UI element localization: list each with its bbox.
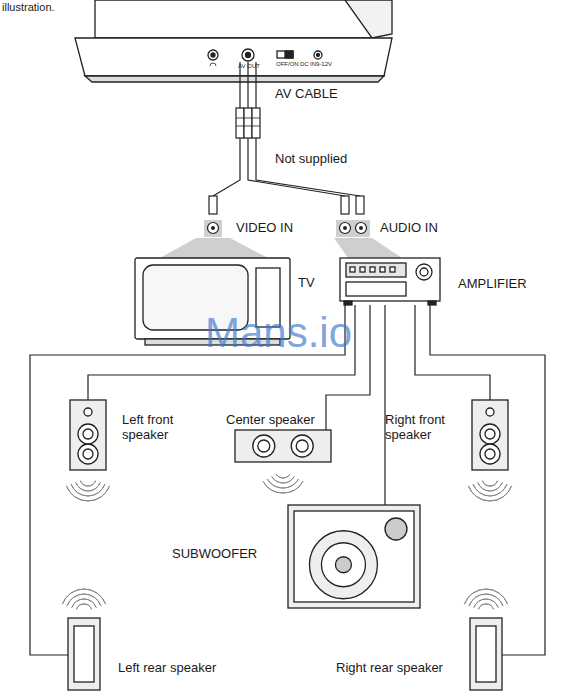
sound-waves bbox=[62, 474, 511, 609]
switch-label: OFF/ON bbox=[276, 61, 299, 68]
speaker-box-outline bbox=[68, 618, 100, 690]
speaker-wire bbox=[430, 305, 545, 655]
input-label: VIDEO IN bbox=[236, 221, 293, 235]
dvd-player bbox=[75, 0, 392, 82]
speaker-box-outline bbox=[470, 618, 502, 690]
speaker-box: Right rear speaker bbox=[470, 618, 502, 690]
speaker-box: Center speaker bbox=[235, 430, 331, 462]
av-cable bbox=[209, 62, 364, 214]
node-label: TV bbox=[298, 275, 315, 290]
jack-label: IN9-12V bbox=[310, 61, 332, 68]
node-label: Right front speaker bbox=[385, 412, 469, 442]
speaker-box: Right front speaker bbox=[472, 400, 508, 470]
speaker-box: Left rear speaker bbox=[68, 618, 100, 690]
cut-off-note: illustration. bbox=[2, 1, 55, 13]
node-label: Left rear speaker bbox=[118, 660, 216, 675]
speaker-box-outline bbox=[235, 430, 331, 462]
node-label: Left front speaker bbox=[122, 412, 214, 442]
note-label: Not supplied bbox=[275, 152, 347, 166]
subwoofer-box: SUBWOOFER bbox=[288, 505, 420, 608]
cable-label: AV CABLE bbox=[275, 87, 338, 101]
speaker-wire bbox=[384, 305, 385, 505]
jack-label: DC bbox=[300, 61, 309, 68]
amplifier-unit: AMPLIFIER bbox=[340, 258, 440, 305]
node-label: Center speaker bbox=[226, 412, 315, 427]
amplifier-unit-outline bbox=[340, 258, 440, 305]
speaker-wire bbox=[415, 305, 490, 400]
speaker-box-outline bbox=[70, 400, 106, 470]
input-label: AUDIO IN bbox=[380, 221, 438, 235]
speaker-wire bbox=[88, 305, 355, 400]
node-label: AMPLIFIER bbox=[458, 276, 527, 291]
speaker-box-outline bbox=[472, 400, 508, 470]
jack-label: AV OUT bbox=[238, 63, 260, 70]
subwoofer-box-outline bbox=[288, 505, 420, 608]
node-label: SUBWOOFER bbox=[172, 546, 257, 561]
speaker-box: Left front speaker bbox=[70, 400, 106, 470]
node-label: Right rear speaker bbox=[336, 660, 443, 675]
input-callouts bbox=[160, 220, 402, 258]
watermark: Mans.io bbox=[205, 310, 352, 356]
